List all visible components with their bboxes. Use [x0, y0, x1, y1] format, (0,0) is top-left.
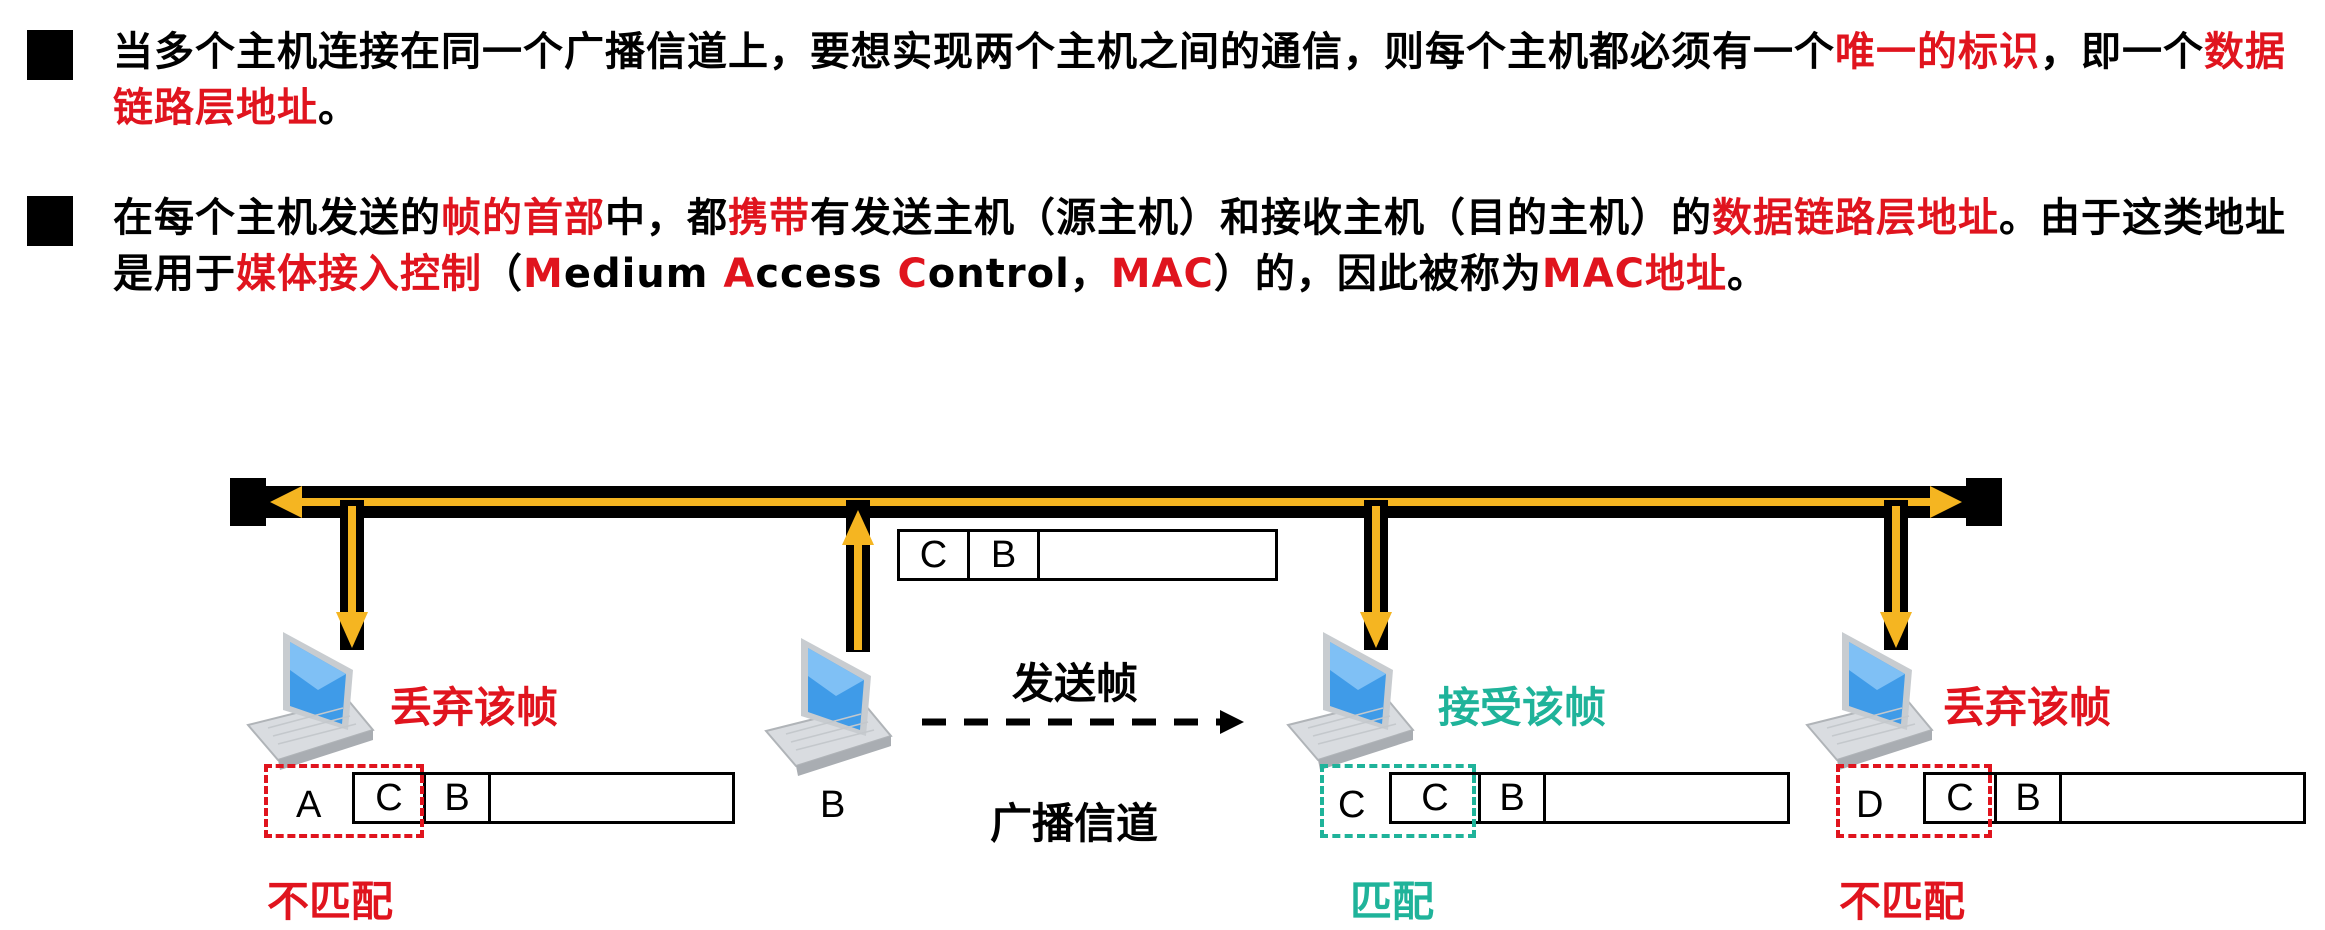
frame-dest: C — [355, 775, 426, 821]
signal-up-b — [842, 500, 874, 652]
frame-src: B — [426, 775, 491, 821]
frame-src: B — [970, 532, 1040, 578]
frame-dest: C — [1392, 775, 1481, 821]
frame-payload — [2062, 775, 2303, 821]
host-d-frame: C B — [1923, 772, 2306, 824]
bus-end-left — [230, 478, 266, 526]
text-segment: ccess — [755, 251, 898, 297]
highlighted-text: M — [523, 251, 564, 297]
send-label: 发送帧 — [1012, 659, 1139, 708]
text-segment: 。由于这类地址是用于 — [113, 195, 2286, 297]
highlighted-text: 数据链路层地址 — [1712, 195, 1999, 241]
frame-payload — [491, 775, 732, 821]
sender-address: B — [820, 784, 846, 826]
highlighted-text: 唯一的标识 — [1835, 29, 2040, 75]
highlighted-text: A — [723, 251, 756, 297]
text-segment: 。 — [1727, 251, 1769, 297]
host-c-address: C — [1338, 784, 1366, 826]
text-segment: edium — [563, 251, 724, 297]
frame-dest: C — [900, 532, 970, 578]
frame-payload — [1546, 775, 1787, 821]
bullet-1 — [27, 30, 73, 80]
bullet-2 — [27, 196, 73, 246]
text-segment: 在每个主机发送的 — [113, 195, 441, 241]
highlighted-text: C — [897, 251, 928, 297]
highlighted-text: 帧的首部 — [441, 195, 605, 241]
frame-dest: C — [1926, 775, 1997, 821]
channel-label: 广播信道 — [990, 799, 1159, 848]
signal-drop-d — [1880, 500, 1912, 650]
bus-arrow-left — [270, 486, 302, 518]
signal-drop-a — [336, 500, 368, 650]
highlighted-text: 媒体接入控制 — [236, 251, 482, 297]
host-a-action: 丢弃该帧 — [390, 683, 559, 732]
highlighted-text: MAC — [1110, 251, 1214, 297]
text-segment: 当多个主机连接在同一个广播信道上，要想实现两个主机之间的通信，则每个主机都必须有… — [113, 29, 1835, 75]
host-c-frame: C B — [1389, 772, 1790, 824]
frame-src: B — [1481, 775, 1546, 821]
host-d-address: D — [1856, 784, 1884, 826]
frame-src: B — [1997, 775, 2062, 821]
host-a-frame: C B — [352, 772, 735, 824]
host-c-result: 匹配 — [1350, 877, 1435, 926]
sent-frame: C B — [897, 529, 1278, 581]
host-c-action: 接受该帧 — [1438, 683, 1607, 732]
host-d-result: 不匹配 — [1839, 877, 1966, 926]
text-segment: 。 — [318, 85, 359, 131]
laptop-b-icon — [765, 637, 892, 777]
host-c-compare-box — [1320, 764, 1476, 838]
frame-payload — [1040, 532, 1275, 578]
highlighted-text: MAC地址 — [1541, 251, 1728, 297]
laptop-d-icon — [1806, 631, 1933, 771]
paragraph-1: 当多个主机连接在同一个广播信道上，要想实现两个主机之间的通信，则每个主机都必须有… — [113, 24, 2303, 136]
text-segment: （ — [482, 251, 523, 297]
text-segment: 中，都 — [605, 195, 728, 241]
highlighted-text: 携带 — [728, 195, 810, 241]
host-a-compare-box — [264, 764, 424, 838]
host-d-action: 丢弃该帧 — [1943, 683, 2112, 732]
host-a-result: 不匹配 — [267, 877, 394, 926]
bus-arrow-right — [1930, 486, 1962, 518]
text-segment: ）的，因此被称为 — [1213, 251, 1542, 297]
laptop-c-icon — [1287, 631, 1414, 771]
host-a-address: A — [296, 784, 322, 826]
highlighted-text: 数据链路层地址 — [113, 29, 2286, 131]
text-segment: 有发送主机（源主机）和接收主机（目的主机）的 — [810, 195, 1712, 241]
send-arrowhead — [1220, 710, 1244, 734]
text-segment: ，即一个 — [2040, 29, 2204, 75]
text-segment: ontrol， — [927, 251, 1111, 297]
host-d-compare-box — [1836, 764, 1992, 838]
paragraph-2: 在每个主机发送的帧的首部中，都携带有发送主机（源主机）和接收主机（目的主机）的数… — [113, 190, 2303, 302]
signal-drop-c — [1360, 500, 1392, 650]
laptop-a-icon — [247, 631, 374, 771]
